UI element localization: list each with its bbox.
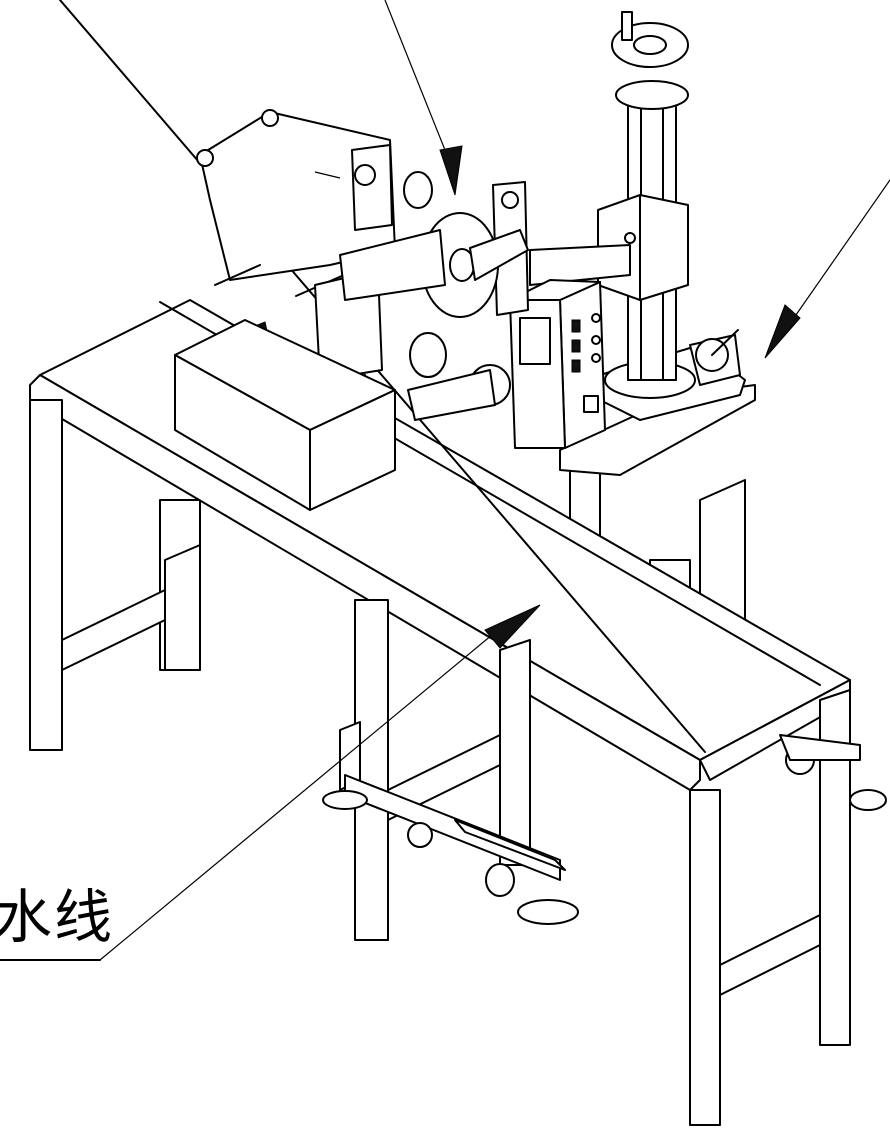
take-up-assembly [196, 109, 433, 297]
water-line-label: 水线 [0, 883, 115, 951]
control-box [509, 279, 606, 449]
caster-base [322, 721, 887, 925]
lifting-column [597, 11, 696, 399]
product-box [174, 319, 396, 511]
horizontal-arm [529, 244, 741, 386]
front-frame [29, 399, 851, 1126]
leader-arrows [0, 0, 890, 961]
